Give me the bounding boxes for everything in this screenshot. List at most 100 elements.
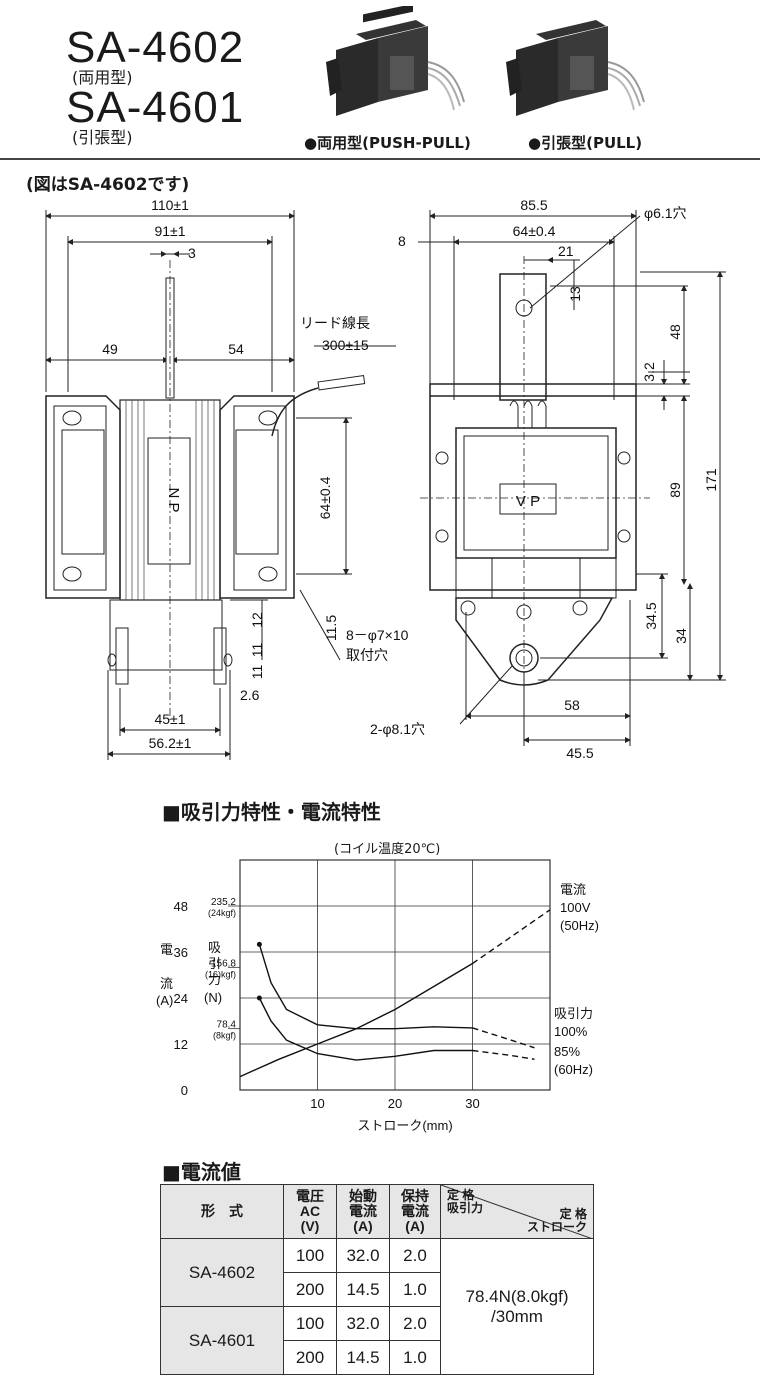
series-dashed-0 xyxy=(472,909,551,965)
current-section-title: ■電流値 xyxy=(162,1160,241,1184)
series-start-point xyxy=(256,995,262,1001)
mount-holes: 8－φ7×10 xyxy=(346,627,409,643)
lead-length: 300±15 xyxy=(322,337,369,353)
force-axis-label: 引 xyxy=(208,956,221,971)
dim-r-58: 58 xyxy=(564,697,580,713)
model-name-2: SA-4601 xyxy=(66,83,245,132)
dim-12: 12 xyxy=(249,612,265,628)
series-label: (50Hz) xyxy=(560,918,599,933)
cell-voltage: 100 xyxy=(283,1238,337,1273)
cell-hold: 1.0 xyxy=(389,1340,441,1375)
current-tick-label: 24 xyxy=(174,991,188,1006)
cell-start: 32.0 xyxy=(336,1306,390,1341)
force-axis-label: 力 xyxy=(208,972,221,987)
x-tick-label: 20 xyxy=(388,1096,402,1111)
series-label: 電流 xyxy=(560,882,586,897)
force-axis-label: 吸 xyxy=(208,940,221,955)
series-dashed-1 xyxy=(472,1027,535,1049)
chart-condition: (コイル温度20℃) xyxy=(334,842,441,857)
photo-caption-pull: ●引張型(PULL) xyxy=(528,134,643,152)
dim-r-48: 48 xyxy=(667,324,683,340)
current-tick-label: 0 xyxy=(181,1083,188,1098)
dim-r-34-5: 34.5 xyxy=(643,602,659,629)
cell-voltage: 200 xyxy=(283,1340,337,1375)
dim-r-21: 21 xyxy=(558,243,574,259)
row-model-sa4601: SA-4601 xyxy=(160,1306,284,1375)
dim-r-13: 13 xyxy=(567,286,583,302)
header-divider xyxy=(0,158,760,160)
cell-start: 32.0 xyxy=(336,1238,390,1273)
table-row: 200 14.5 1.0 xyxy=(161,1272,594,1307)
force-tick-unit: (24kgf) xyxy=(208,908,236,918)
header-model: 形 式 xyxy=(160,1184,284,1239)
force-axis-label: (N) xyxy=(204,990,222,1005)
cell-hold: 1.0 xyxy=(389,1272,441,1307)
current-axis-label: 電 xyxy=(160,942,173,957)
cell-start: 14.5 xyxy=(336,1340,390,1375)
x-tick-label: 30 xyxy=(465,1096,479,1111)
x-tick-label: 10 xyxy=(310,1096,324,1111)
model-name-1: SA-4602 xyxy=(66,23,245,72)
dim-r-171: 171 xyxy=(703,468,719,492)
header-rated-force: 定 格吸引力 xyxy=(447,1188,484,1215)
current-tick-label: 48 xyxy=(174,899,188,914)
dim-2-6: 2.6 xyxy=(240,687,260,703)
dim-r-3-2: 3.2 xyxy=(641,362,657,382)
cell-start: 14.5 xyxy=(336,1272,390,1307)
dim-r-89: 89 xyxy=(667,482,683,498)
series-start-point xyxy=(256,941,262,947)
dim-r-pitch: 64±0.4 xyxy=(513,223,556,239)
table-row: SA-4601 100 32.0 2.0 xyxy=(160,1306,594,1375)
series-label: 100V xyxy=(560,900,591,915)
coil-label-vp: V P xyxy=(516,493,540,510)
dim-left-half: 49 xyxy=(102,341,118,357)
series-line-1 xyxy=(258,944,473,1030)
force-tick-label: 78.4 xyxy=(217,1020,237,1031)
current-tick-label: 12 xyxy=(174,1037,188,1052)
header-rated: 定 格吸引力 定 格ストローク xyxy=(440,1184,594,1239)
dim-11a: 11 xyxy=(249,643,265,658)
cell-voltage: 200 xyxy=(283,1272,337,1307)
lead-label: リード線長 xyxy=(300,315,370,331)
series-label: 100% xyxy=(554,1024,588,1039)
dim-hole-pitch: 64±0.4 xyxy=(317,476,333,519)
series-label: 吸引力 xyxy=(554,1006,593,1021)
dim-r-45-5: 45.5 xyxy=(566,745,593,761)
dim-width-inner: 91±1 xyxy=(154,223,185,239)
model-type-1: (両用型) xyxy=(72,68,133,87)
product-photo-push-pull xyxy=(326,6,465,116)
dimension-drawing: 110±1 91±1 3 49 54 リード線長 300±15 N P 64±0… xyxy=(45,197,726,761)
cell-hold: 2.0 xyxy=(389,1306,441,1341)
series-line-2 xyxy=(258,997,473,1061)
chart-section-title: ■吸引力特性・電流特性 xyxy=(162,800,381,824)
cell-hold: 2.0 xyxy=(389,1238,441,1273)
photo-caption-push-pull: ●両用型(PUSH-PULL) xyxy=(304,134,471,152)
dim-base-width: 45±1 xyxy=(154,711,185,727)
current-axis-label: 流 xyxy=(160,976,173,991)
dim-plunger: 3 xyxy=(188,245,196,261)
table-row: 200 14.5 1.0 xyxy=(161,1340,594,1375)
dim-11-5: 11.5 xyxy=(323,615,339,641)
series-dashed-2 xyxy=(472,1049,535,1060)
force-tick-label: 156.8 xyxy=(211,958,236,969)
x-axis-label: ストローク(mm) xyxy=(357,1118,452,1133)
series-label: 85% xyxy=(554,1044,580,1059)
drawing-note: (図はSA-4602です) xyxy=(26,175,190,195)
product-photo-pull xyxy=(506,20,645,116)
coil-label-np: N P xyxy=(165,487,182,512)
cell-rated: 78.4N(8.0kgf)/30mm xyxy=(440,1238,594,1375)
bottom-holes: 2-φ8.1穴 xyxy=(370,721,425,737)
dim-base-total: 56.2±1 xyxy=(149,735,192,751)
header-start-current: 始動電流(A) xyxy=(336,1184,390,1239)
header-hold-current: 保持電流(A) xyxy=(389,1184,441,1239)
force-tick-label: 235.2 xyxy=(211,897,236,908)
dim-11b: 11 xyxy=(249,665,265,680)
row-model-sa4602: SA-4602 xyxy=(160,1238,284,1307)
table-row: SA-4602 100 32.0 2.0 78.4N(8.0kgf)/30mm xyxy=(160,1238,594,1375)
series-label: (60Hz) xyxy=(554,1062,593,1077)
model-type-2: (引張型) xyxy=(72,128,133,147)
dim-r-8: 8 xyxy=(398,233,406,249)
